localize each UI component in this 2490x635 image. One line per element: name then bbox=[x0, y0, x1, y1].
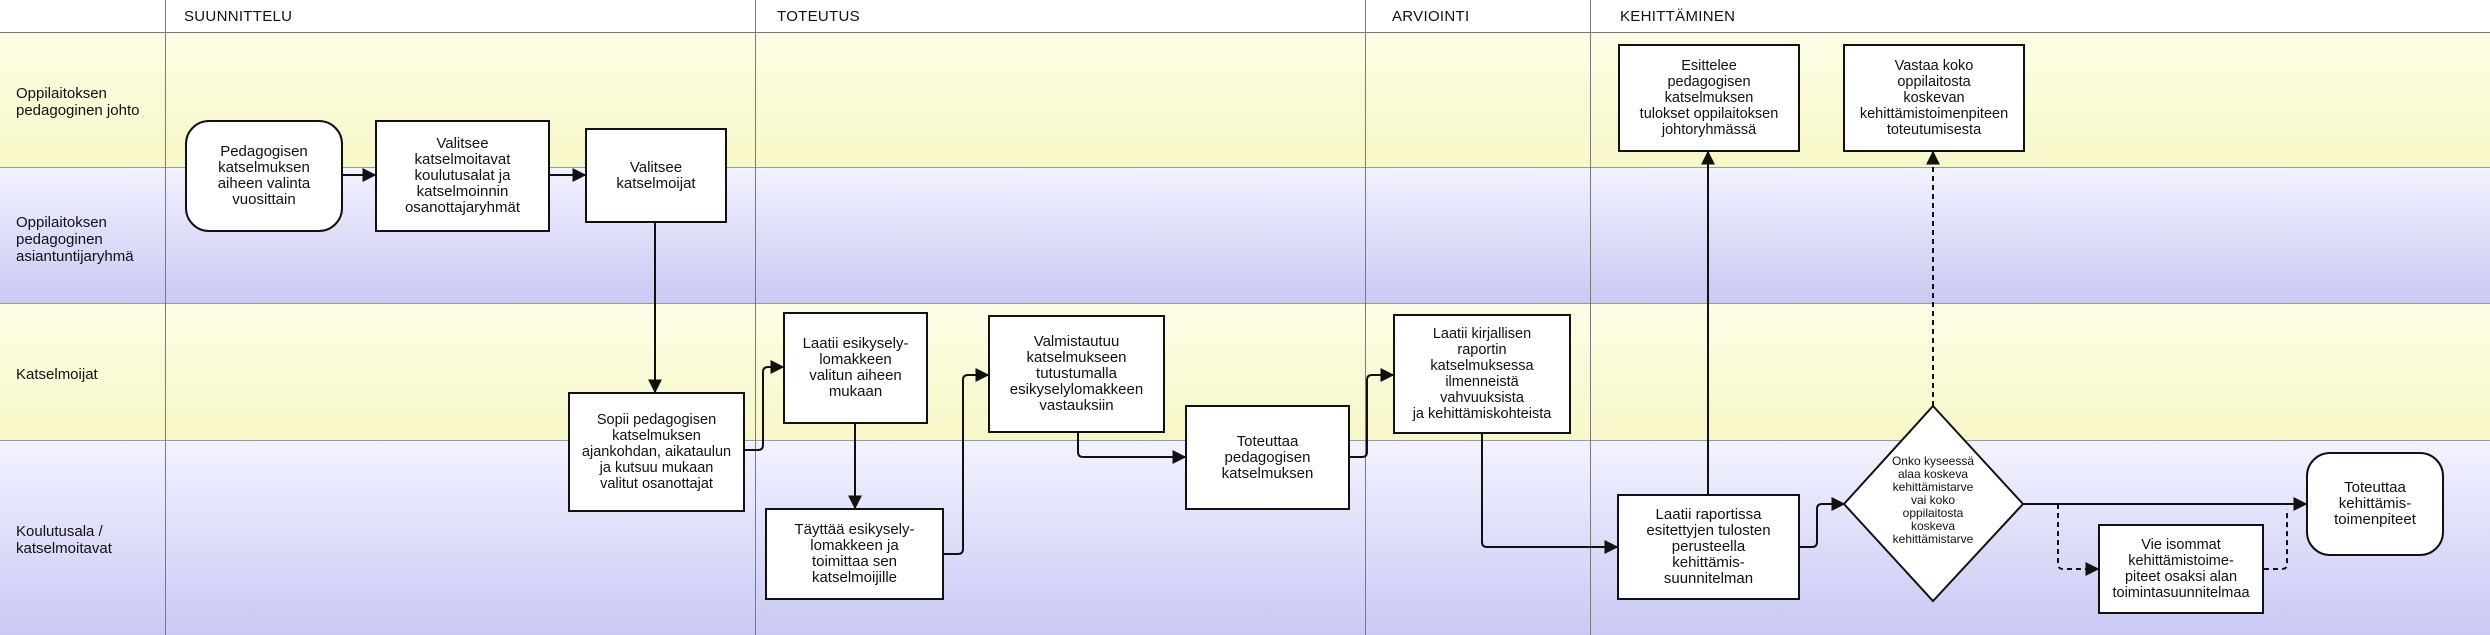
lane-label: Koulutusala / katselmoitavat bbox=[16, 523, 112, 557]
node-toteuttaa-kehittamistoimenpiteet[interactable]: Toteuttaa kehittämis- toimenpiteet bbox=[2306, 452, 2444, 556]
arrow-onko-to-vie-isommat bbox=[2057, 504, 2100, 576]
column-divider bbox=[755, 0, 756, 635]
node-laatii-raportin[interactable]: Laatii kirjallisen raportin katselmukses… bbox=[1393, 314, 1571, 434]
node-valitsee-katselmoijat[interactable]: Valitsee katselmoijat bbox=[585, 128, 727, 223]
node-valmistautuu[interactable]: Valmistautuu katselmukseen tutustumalla … bbox=[988, 315, 1165, 433]
arrow-vie-isommat-to-toteuttaa bbox=[2264, 509, 2288, 570]
node-laatii-esikyselylomakkeen[interactable]: Laatii esikysely- lomakkeen valitun aihe… bbox=[783, 312, 928, 424]
decision-onko-kyseessa[interactable]: Onko kyseessä alaa koskeva kehittämistar… bbox=[1891, 454, 1975, 546]
lane-label: Oppilaitoksen pedagoginen johto bbox=[16, 85, 140, 119]
node-vastaa-koko-oppilaitos[interactable]: Vastaa koko oppilaitosta koskevan kehitt… bbox=[1843, 44, 2025, 152]
node-valitsee-koulutusalat[interactable]: Valitsee katselmoitavat koulutusalat ja … bbox=[375, 120, 550, 232]
phase-suunnittelu: SUUNNITTELU bbox=[184, 8, 293, 25]
node-sopii-ajankohdan[interactable]: Sopii pedagogisen katselmuksen ajankohda… bbox=[568, 392, 745, 512]
arrow-raportti-to-suunnitelma bbox=[1481, 434, 1619, 554]
arrow-valmistautuu-to-toteuttaa bbox=[1077, 433, 1187, 464]
node-laatii-kehittamissuunnitelman[interactable]: Laatii raportissa esitettyjen tulosten p… bbox=[1617, 494, 1800, 600]
arrow-toteuttaa-to-raportti bbox=[1350, 368, 1395, 458]
arrow-sopii-to-laatii-lomake bbox=[745, 360, 785, 451]
decision-diamond bbox=[1842, 404, 2025, 603]
column-divider bbox=[1590, 0, 1591, 635]
node-aiheen-valinta[interactable]: Pedagogisen katselmuksen aiheen valinta … bbox=[185, 120, 343, 232]
node-vie-isommat[interactable]: Vie isommat kehittämistoime- piteet osak… bbox=[2098, 524, 2264, 614]
phase-toteutus: TOTEUTUS bbox=[777, 8, 860, 25]
header-divider bbox=[0, 32, 2490, 33]
node-toteuttaa-katselmuksen[interactable]: Toteuttaa pedagogisen katselmuksen bbox=[1185, 405, 1350, 510]
column-divider bbox=[1365, 0, 1366, 635]
phase-kehittaminen: KEHITTÄMINEN bbox=[1620, 8, 1736, 25]
lane-label: Oppilaitoksen pedagoginen asiantuntijary… bbox=[16, 214, 134, 265]
node-esittelee-tulokset[interactable]: Esittelee pedagogisen katselmuksen tulok… bbox=[1618, 44, 1800, 152]
arrow-suunnitelma-to-onko bbox=[1800, 497, 1846, 548]
lane-label: Katselmoijat bbox=[16, 366, 98, 383]
phase-arviointi: ARVIOINTI bbox=[1392, 8, 1470, 25]
column-divider bbox=[165, 0, 166, 635]
arrow-tayttaa-to-valmistautuu bbox=[944, 368, 990, 555]
node-tayttaa-esikyselylomakkeen[interactable]: Täyttää esikysely- lomakkeen ja toimitta… bbox=[765, 508, 944, 600]
